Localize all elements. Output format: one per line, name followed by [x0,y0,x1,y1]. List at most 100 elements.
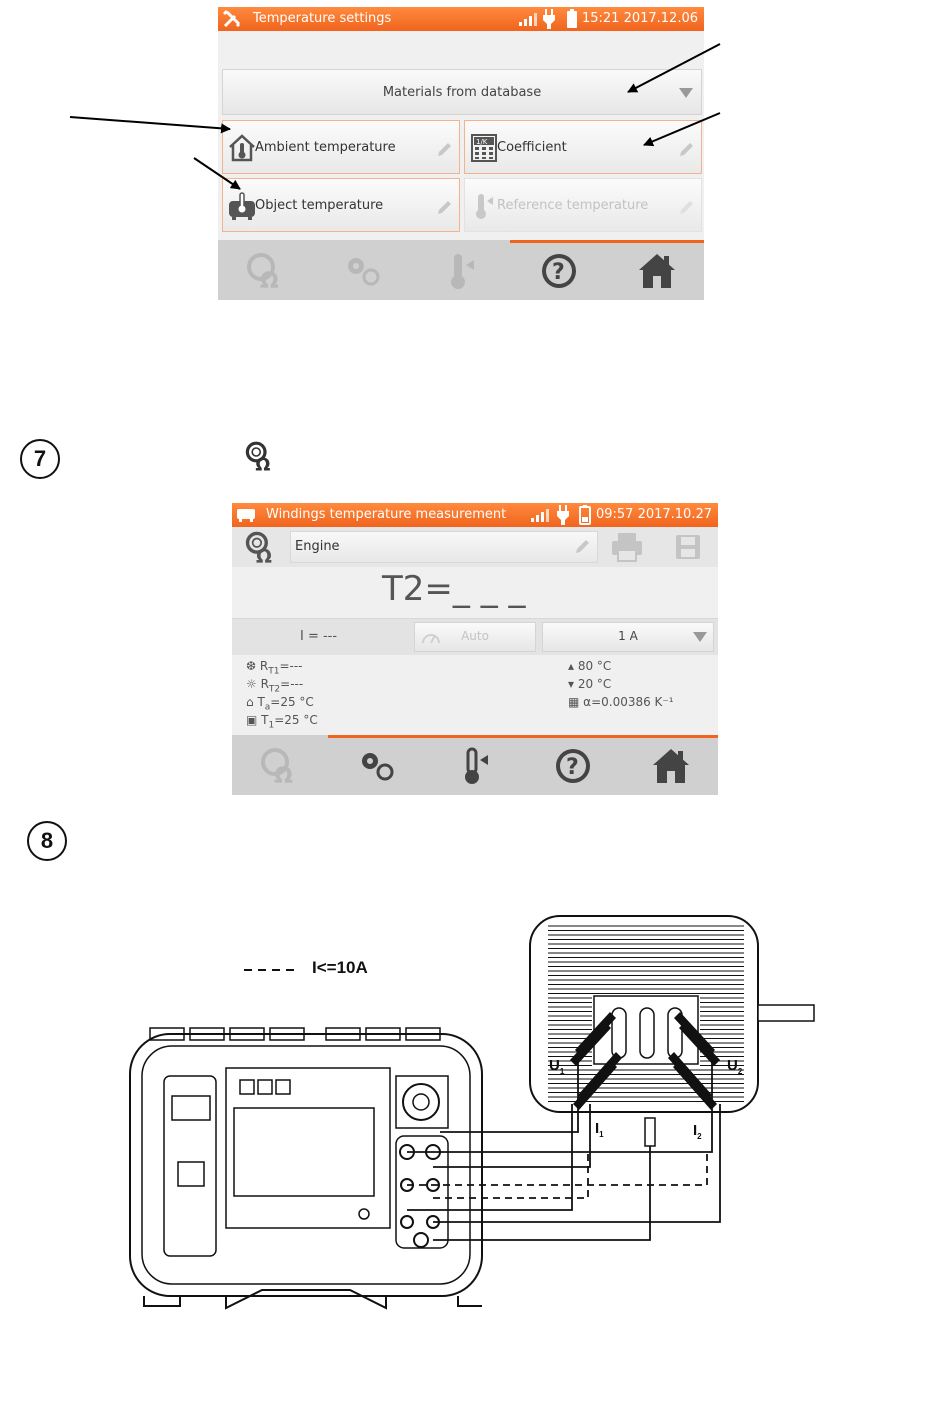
i1-label: I1 [595,1120,604,1139]
pencil-icon [680,143,693,156]
object-temperature-tile[interactable]: Object temperature [222,178,460,232]
snowflake-icon: ❆ [246,659,260,673]
materials-dropdown-label: Materials from database [382,85,542,100]
clock: 15:21 2017.12.06 [581,11,698,26]
object-temperature-label: Object temperature [255,198,384,213]
current-range-dropdown[interactable]: 1 A [542,622,714,652]
svg-text:Ω: Ω [260,269,279,292]
help-icon[interactable]: ? [552,745,594,787]
u1-label: U1 [549,1057,565,1076]
motor-icon [237,509,255,522]
svg-text:Ω: Ω [256,546,272,564]
step-7-marker: 7 [20,439,60,479]
signal-icon [531,509,549,522]
svg-text:?: ? [566,755,579,780]
temperature-settings-screen: Temperature settings 15:21 2017.12.06 Ma… [218,7,704,300]
connection-diagram [129,915,815,1310]
house-thermometer-icon [229,134,255,162]
screen-title: Temperature settings [253,11,392,26]
coefficient-label: Coefficient [497,140,567,155]
home-icon[interactable] [636,250,678,292]
object-name-value: Engine [295,539,340,554]
pencil-icon [680,201,693,214]
printer-icon[interactable] [610,531,644,563]
current-readout: I = --- [300,629,338,644]
resistance-meter-icon[interactable]: Ω [244,530,280,564]
connection-wires [407,1060,721,1241]
pencil-icon [438,143,451,156]
current-range-value: 1 A [618,629,638,643]
object-temp-readout: ▣ T1=25 °C [246,713,318,731]
dashed-wires [407,1152,708,1199]
meter-device-drawing [129,1027,483,1310]
bottom-toolbar: Ω ? [218,240,704,300]
i2-label: I2 [693,1122,702,1141]
svg-text:1/K: 1/K [476,138,488,146]
dashed-line-legend [244,969,300,971]
title-bar: Temperature settings 15:21 2017.12.06 [218,7,704,31]
materials-dropdown[interactable]: Materials from database [222,69,702,115]
battery-icon [579,505,591,525]
gears-icon[interactable] [356,745,398,787]
step-8-marker: 8 [27,821,67,861]
help-icon[interactable]: ? [538,250,580,292]
ambient-temperature-label: Ambient temperature [255,140,396,155]
bottom-toolbar: Ω ? [232,735,718,795]
svg-text:Ω: Ω [274,764,293,787]
object-name-field[interactable]: Engine [290,531,598,563]
rt1-readout: ❆ RT1=--- [246,659,303,677]
calculator-icon: ▦ [568,695,584,709]
resistance-meter-icon[interactable]: Ω [258,745,300,787]
resistance-meter-icon[interactable]: Ω [244,250,286,292]
thermometer-up-icon: ▴ [568,659,578,673]
u2-label: U2 [727,1057,743,1076]
gears-icon[interactable] [342,250,384,292]
upper-temp-readout: ▴ 80 °C [568,659,612,673]
ambient-temp-readout: ⌂ Ta=25 °C [246,695,314,713]
pencil-icon [438,201,451,214]
motor-drawing [529,915,815,1147]
title-bar: Windings temperature measurement 09:57 2… [232,503,718,527]
home-icon[interactable] [650,745,692,787]
sun-icon: ☼ [246,677,261,691]
chevron-down-icon [679,88,693,98]
thermometer-down-icon: ▾ [568,677,578,691]
toolbar-accent [510,240,704,243]
clock: 09:57 2017.10.27 [595,507,712,522]
plug-icon [557,505,569,525]
svg-text:?: ? [552,260,565,285]
chevron-down-icon [693,632,707,642]
resistance-meter-icon: Ω [245,441,270,472]
current-limit-legend: I<=10A [312,958,368,977]
auto-button-label: Auto [461,629,489,643]
windings-measurement-screen: Windings temperature measurement 09:57 2… [232,503,718,795]
battery-icon [567,9,577,28]
measurement-controls: I = --- Auto 1 A [232,618,718,655]
callout-arrows [69,43,721,190]
thermometer-icon [476,194,493,219]
coefficient-tile[interactable]: 1/K Coefficient [464,120,702,174]
ambient-temperature-tile[interactable]: Ambient temperature [222,120,460,174]
svg-text:Ω: Ω [255,455,270,472]
signal-icon [519,13,537,26]
motor-icon: ▣ [246,713,262,727]
calculator-icon: 1/K [471,134,497,162]
house-icon: ⌂ [246,695,258,709]
save-icon[interactable] [674,533,702,561]
tools-icon [222,9,241,28]
object-name-bar: Ω Engine [232,527,718,567]
pencil-icon [576,540,589,553]
toolbar-accent [328,735,718,738]
t2-result: T2=_ _ _ [382,569,526,609]
alpha-readout: ▦ α=0.00386 K⁻¹ [568,695,674,709]
plug-icon [543,9,555,29]
thermometer-icon[interactable] [440,250,482,292]
screen-title: Windings temperature measurement [266,507,507,522]
reference-temperature-label: Reference temperature [497,198,649,213]
gauge-icon [422,634,440,644]
rt2-readout: ☼ RT2=--- [246,677,304,695]
thermometer-icon[interactable] [454,745,496,787]
reference-temperature-tile[interactable]: Reference temperature [464,178,702,232]
lower-temp-readout: ▾ 20 °C [568,677,612,691]
auto-button[interactable]: Auto [414,622,536,652]
